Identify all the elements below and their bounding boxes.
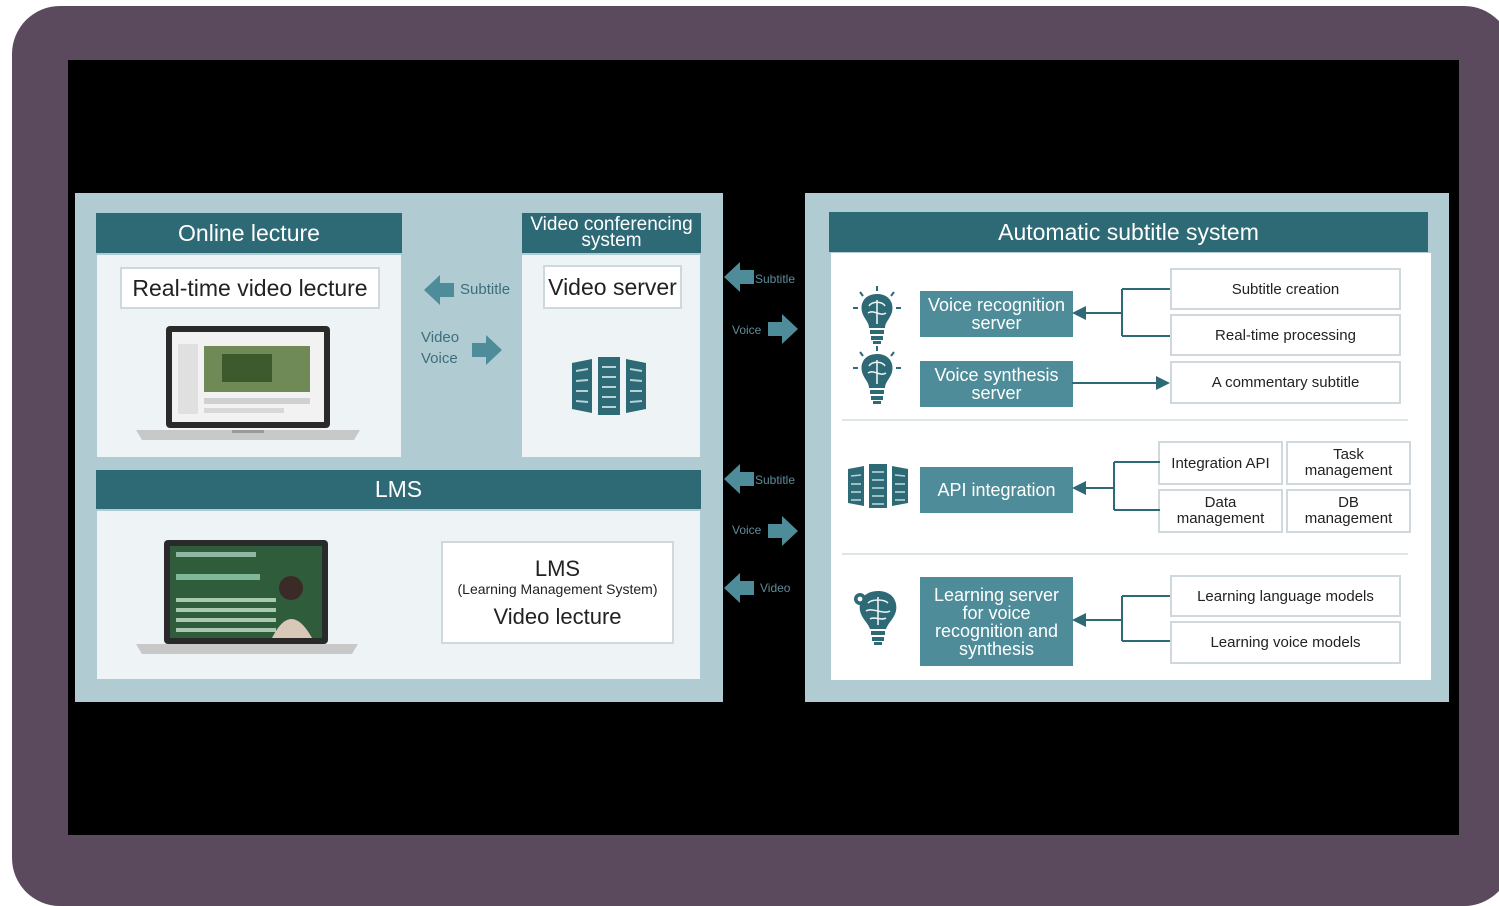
arrow-left-icon: [724, 464, 754, 494]
bracket-connector: [1072, 595, 1170, 642]
online-lecture-header: Online lecture: [96, 213, 402, 253]
realtime-processing-box: Real-time processing: [1170, 314, 1401, 356]
arrow-right-icon: [768, 516, 798, 546]
realtime-video-lecture-box: Real-time video lecture: [120, 267, 380, 309]
divider: [842, 553, 1408, 555]
learning-server: Learning server for voice recognition an…: [920, 577, 1073, 666]
arrow-left-icon: [424, 275, 454, 305]
connector-video-label: Video: [760, 581, 791, 595]
subtitle-label: Subtitle: [460, 281, 511, 298]
brain-bulb-icon: [853, 346, 901, 404]
video-label: Video: [421, 329, 460, 346]
video-conferencing-header: Video conferencing system: [522, 213, 701, 253]
arrow-right-icon: [472, 335, 502, 365]
arrow-right-icon: [768, 314, 798, 344]
integration-api-box: Integration API: [1158, 441, 1283, 485]
learning-language-models-box: Learning language models: [1170, 575, 1401, 617]
video-server-box: Video server: [543, 265, 682, 309]
lms-box-title: LMS: [534, 556, 581, 582]
lms-box-body: Video lecture: [493, 603, 622, 629]
arrow-left-icon: [724, 573, 754, 603]
arrow-left-icon: [724, 262, 754, 292]
data-management-box: Data management: [1158, 489, 1283, 533]
learning-voice-models-box: Learning voice models: [1170, 621, 1401, 664]
voice-label: Voice: [421, 350, 458, 367]
brain-gear-icon: [854, 591, 897, 645]
laptop-icon: [136, 540, 358, 654]
divider: [842, 419, 1408, 421]
connector-voice-label: Voice: [732, 323, 762, 337]
voice-synthesis-server: Voice synthesis server: [920, 361, 1073, 407]
server-icon: [848, 464, 908, 508]
subtitle-creation-box: Subtitle creation: [1170, 268, 1401, 310]
db-management-box: DB management: [1286, 489, 1411, 533]
lms-header: LMS: [96, 470, 701, 509]
connector-voice-label: Voice: [732, 523, 762, 537]
bracket-connector: [1072, 288, 1170, 390]
connector-subtitle-label: Subtitle: [755, 272, 796, 286]
lms-box-subtitle: (Learning Management System): [457, 581, 658, 598]
laptop-icon: [136, 326, 360, 440]
voice-recognition-server: Voice recognition server: [920, 291, 1073, 337]
bracket-connector: [1072, 461, 1160, 511]
server-icon: [572, 357, 646, 415]
connector-subtitle-label: Subtitle: [755, 473, 796, 487]
automatic-subtitle-header: Automatic subtitle system: [829, 212, 1428, 252]
api-integration: API integration: [920, 467, 1073, 513]
brain-bulb-icon: [853, 286, 901, 344]
task-management-box: Task management: [1286, 441, 1411, 485]
lms-video-lecture-box: LMS (Learning Management System) Video l…: [441, 541, 674, 644]
commentary-subtitle-box: A commentary subtitle: [1170, 361, 1401, 404]
